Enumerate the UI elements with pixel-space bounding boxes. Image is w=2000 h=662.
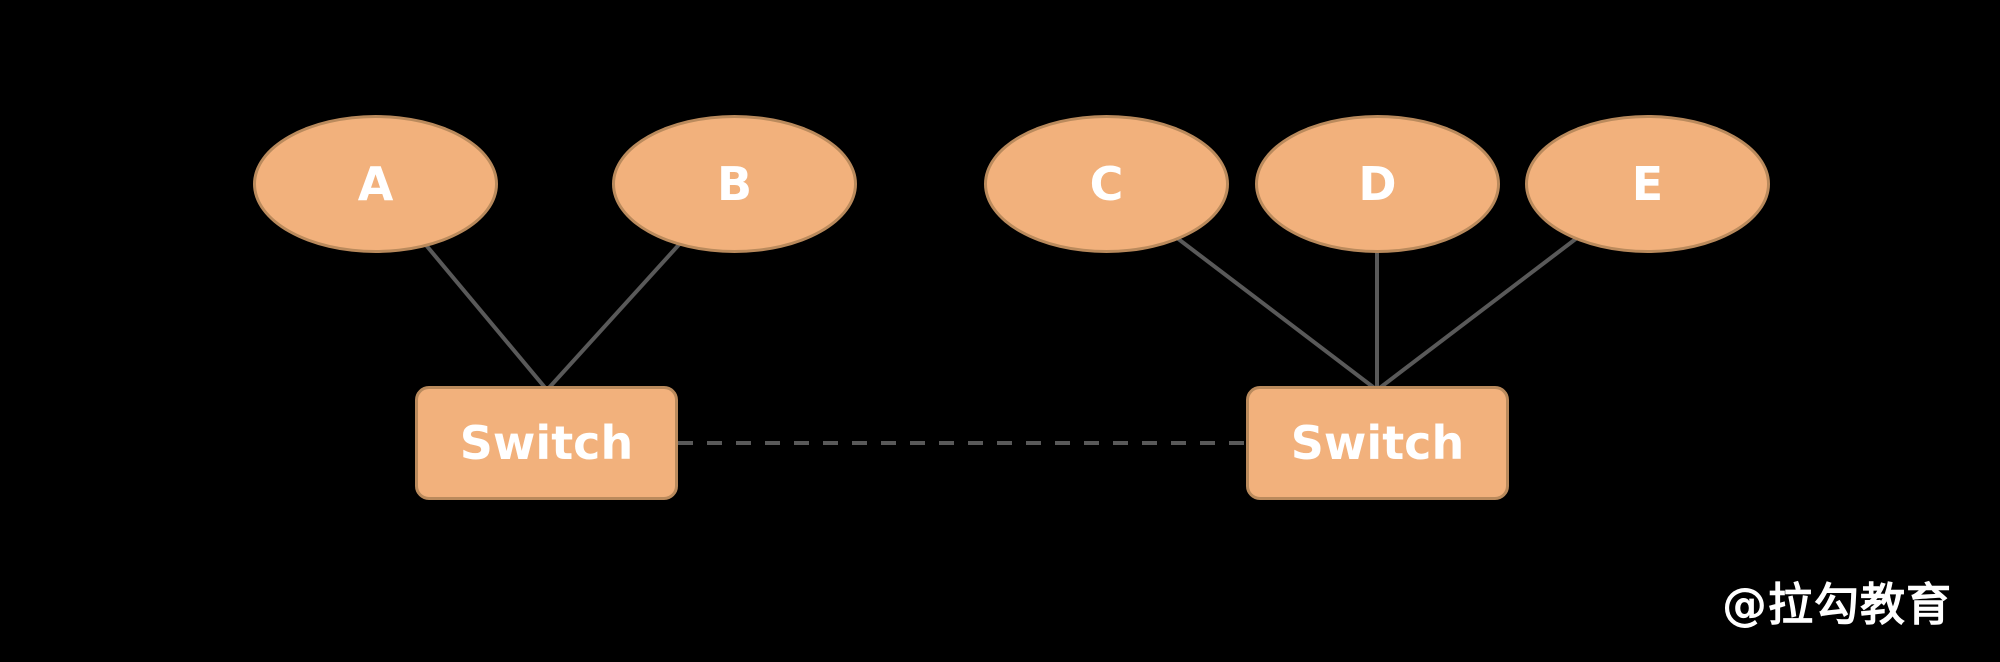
switch-node-right: Switch [1246,386,1509,500]
host-label-b: B [716,157,753,211]
host-label-c: C [1089,157,1124,211]
watermark: @拉勾教育 [1722,578,1953,631]
host-node-b: B [612,115,857,253]
host-node-d: D [1255,115,1500,253]
switch-label-left: Switch [459,416,634,470]
host-node-e: E [1525,115,1770,253]
host-label-d: D [1358,157,1397,211]
switch-node-left: Switch [415,386,678,500]
host-node-a: A [253,115,498,253]
host-node-c: C [984,115,1229,253]
switch-label-right: Switch [1290,416,1465,470]
host-label-a: A [357,157,394,211]
host-label-e: E [1631,157,1664,211]
